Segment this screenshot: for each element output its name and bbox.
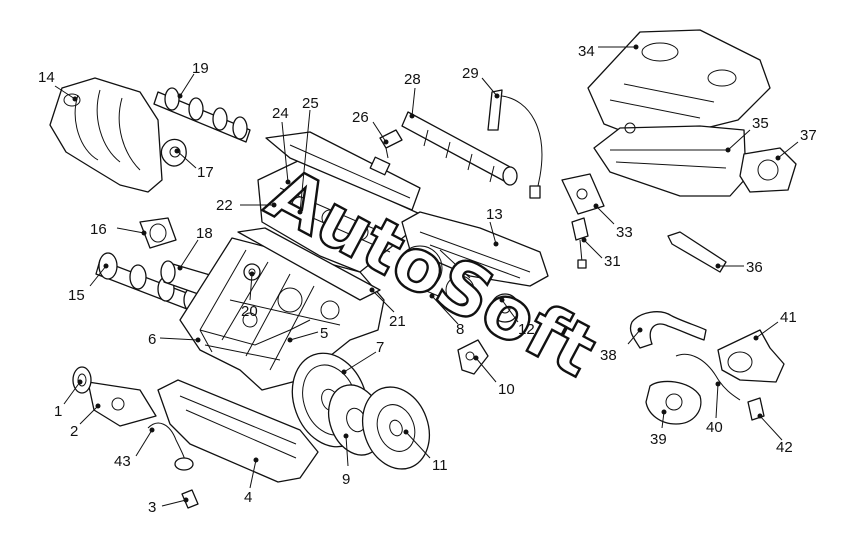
part-oil-pump [87,381,157,427]
callout-14: 14 [38,69,55,86]
part-bracket-41 [717,329,785,383]
callout-19: 19 [192,60,209,77]
part-fuel-rail [401,111,518,186]
callout-40: 40 [706,419,723,436]
part-bracket-10 [457,339,489,375]
callout-34: 34 [578,43,595,60]
callout-8: 8 [456,321,464,338]
callout-28: 28 [404,71,421,88]
part-dipstick-tube [199,319,311,353]
part-camshaft-19 [153,87,251,143]
part-gasket-17 [160,138,187,167]
callout-15: 15 [68,287,85,304]
callout-26: 26 [352,109,369,126]
callout-37: 37 [800,127,817,144]
callout-36: 36 [746,259,763,276]
part-pulley-12 [490,293,520,323]
callout-39: 39 [650,431,667,448]
callout-41: 41 [780,309,797,326]
part-oil-pan [157,379,319,483]
callout-17: 17 [197,164,214,181]
part-valve-cover [265,131,421,211]
part-bracket-36 [667,231,727,273]
part-ignition-lead [487,89,543,199]
callout-43: 43 [114,453,131,470]
part-module-33 [561,173,605,215]
callout-7: 7 [376,339,384,356]
part-clip-3 [181,489,199,509]
callout-10: 10 [498,381,515,398]
callout-3: 3 [148,499,156,516]
callout-12: 12 [518,321,535,338]
part-sensor-31 [571,217,589,269]
part-pump-39 [645,380,702,425]
part-engine-assembly-35 [593,122,747,197]
callout-20: 20 [241,303,258,320]
part-cap-16 [139,217,177,249]
callout-labels: 14 19 17 16 15 18 20 22 24 25 26 28 29 1… [38,43,817,516]
part-pickup-tube-43 [147,422,194,471]
part-hose-38 [629,311,707,349]
callout-18: 18 [196,225,213,242]
part-seal-1 [72,366,92,394]
leader-lines [54,44,799,507]
part-throttle-body [739,147,797,193]
callout-4: 4 [244,489,252,506]
callout-11: 11 [432,457,448,474]
part-sensor-26 [379,129,403,159]
callout-21: 21 [389,313,406,330]
part-engine-cover [587,29,771,139]
callout-9: 9 [342,471,350,488]
callout-29: 29 [462,65,479,82]
part-timing-belt [397,245,475,306]
callout-25: 25 [302,95,319,112]
callout-5: 5 [320,325,328,342]
callout-38: 38 [600,347,617,364]
callout-13: 13 [486,206,503,223]
callout-2: 2 [70,423,78,440]
part-cover-13 [401,211,549,287]
callout-6: 6 [148,331,156,348]
callout-1: 1 [54,403,62,420]
callout-22: 22 [216,197,233,214]
part-head-gasket [237,227,381,301]
callout-42: 42 [776,439,793,456]
callout-31: 31 [604,253,621,270]
part-intake-manifold [49,77,163,193]
callout-16: 16 [90,221,107,238]
part-pipe-40 [675,353,741,401]
callout-24: 24 [272,105,289,122]
callout-35: 35 [752,115,769,132]
callout-33: 33 [616,224,633,241]
part-pressure-plate-11 [362,386,430,470]
